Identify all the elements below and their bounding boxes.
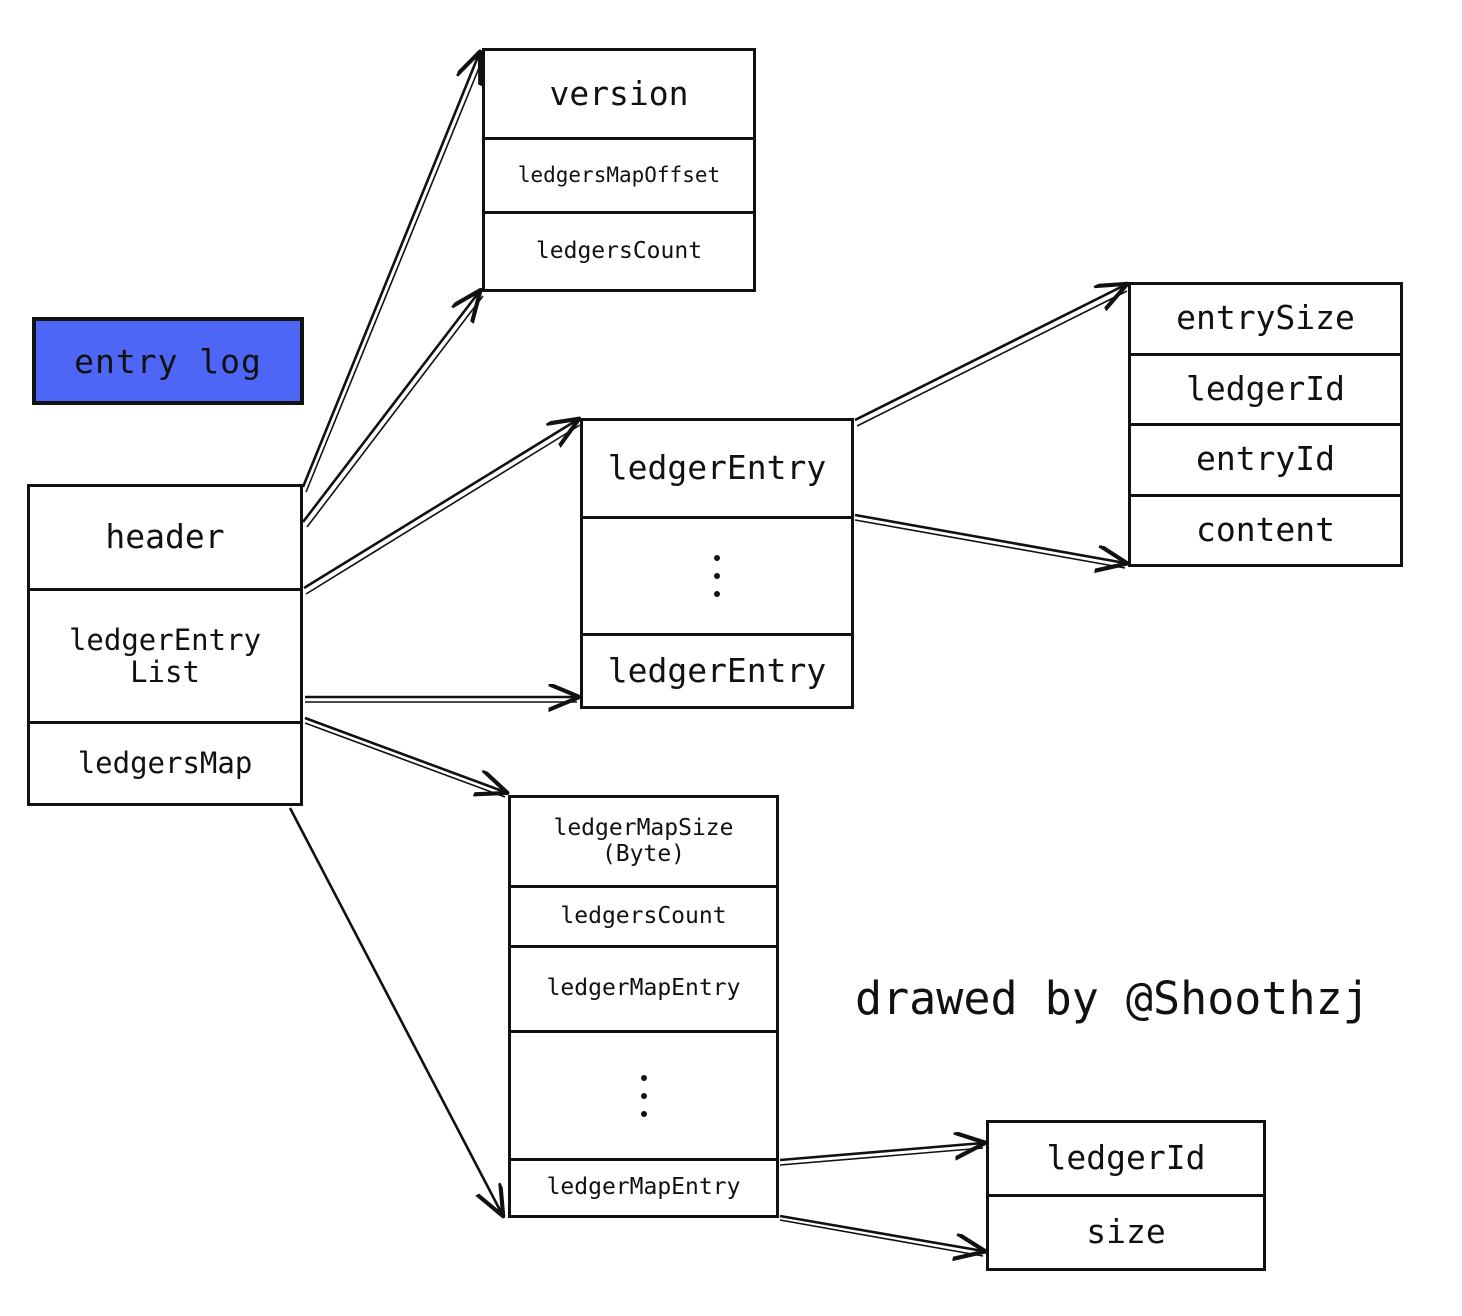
edge-map-entry-to-ledger-id-size bbox=[779, 1143, 983, 1256]
author-credit: drawed by @Shoothzj bbox=[855, 972, 1370, 1025]
ellipsis-dot bbox=[714, 573, 720, 579]
ledger-entry-list-box[interactable]: ledgerEntry ledgerEntry bbox=[580, 418, 854, 709]
ellipsis-dot bbox=[640, 1110, 647, 1117]
ledger-entry-detail-row-ledger-id[interactable]: ledgerId bbox=[1131, 352, 1400, 424]
entry-log-row-ledger-entry-list[interactable]: ledgerEntry List bbox=[30, 588, 300, 721]
entry-log-row-ledgers-map[interactable]: ledgersMap bbox=[30, 721, 300, 803]
ledgers-map-row-ellipsis bbox=[511, 1030, 776, 1158]
entry-log-row-header[interactable]: header bbox=[105, 517, 225, 557]
ellipsis-dot bbox=[714, 555, 720, 561]
ledger-entry-list-row-last[interactable]: ledgerEntry bbox=[583, 633, 851, 706]
edge-header-to-version bbox=[301, 54, 484, 528]
entry-log-box[interactable]: header ledgerEntry List ledgersMap bbox=[27, 484, 303, 806]
ledger-entry-detail-box[interactable]: entrySize ledgerId entryId content bbox=[1128, 282, 1403, 567]
ledger-map-entry-row-size[interactable]: size bbox=[989, 1194, 1263, 1268]
edge-ledgers-map-to-detail bbox=[288, 716, 505, 1214]
header-detail-row-ledgers-map-offset[interactable]: ledgersMapOffset bbox=[485, 137, 753, 211]
entry-log-title-chip: entry log bbox=[32, 317, 304, 405]
ledger-entry-detail-row-entry-size[interactable]: entrySize bbox=[1176, 298, 1355, 338]
ledger-map-entry-row-ledger-id[interactable]: ledgerId bbox=[1046, 1138, 1206, 1178]
ellipsis-dot bbox=[714, 591, 720, 597]
header-detail-box[interactable]: version ledgersMapOffset ledgersCount bbox=[482, 48, 756, 292]
ledgers-map-row-ledgers-count[interactable]: ledgersCount bbox=[511, 885, 776, 945]
ledger-map-entry-detail-box[interactable]: ledgerId size bbox=[986, 1120, 1266, 1271]
ledger-entry-detail-row-entry-id[interactable]: entryId bbox=[1131, 423, 1400, 494]
ledger-entry-list-row-first[interactable]: ledgerEntry bbox=[607, 448, 827, 488]
header-detail-row-ledgers-count[interactable]: ledgersCount bbox=[485, 211, 753, 289]
ellipsis-dot bbox=[640, 1074, 647, 1081]
ledgers-map-row-entry-last[interactable]: ledgerMapEntry bbox=[511, 1158, 776, 1215]
ledger-entry-list-row-ellipsis bbox=[583, 516, 851, 633]
ledgers-map-detail-box[interactable]: ledgerMapSize (Byte) ledgersCount ledger… bbox=[508, 795, 779, 1218]
edge-list-to-ledger-entry bbox=[303, 420, 580, 702]
ledgers-map-row-entry-first[interactable]: ledgerMapEntry bbox=[511, 945, 776, 1030]
ellipsis-dot bbox=[640, 1092, 647, 1099]
header-detail-row-version[interactable]: version bbox=[549, 73, 689, 113]
ledger-entry-detail-row-content[interactable]: content bbox=[1131, 493, 1400, 565]
edge-ledger-entry-to-fields bbox=[854, 285, 1127, 568]
ledgers-map-row-size[interactable]: ledgerMapSize (Byte) bbox=[553, 814, 734, 867]
